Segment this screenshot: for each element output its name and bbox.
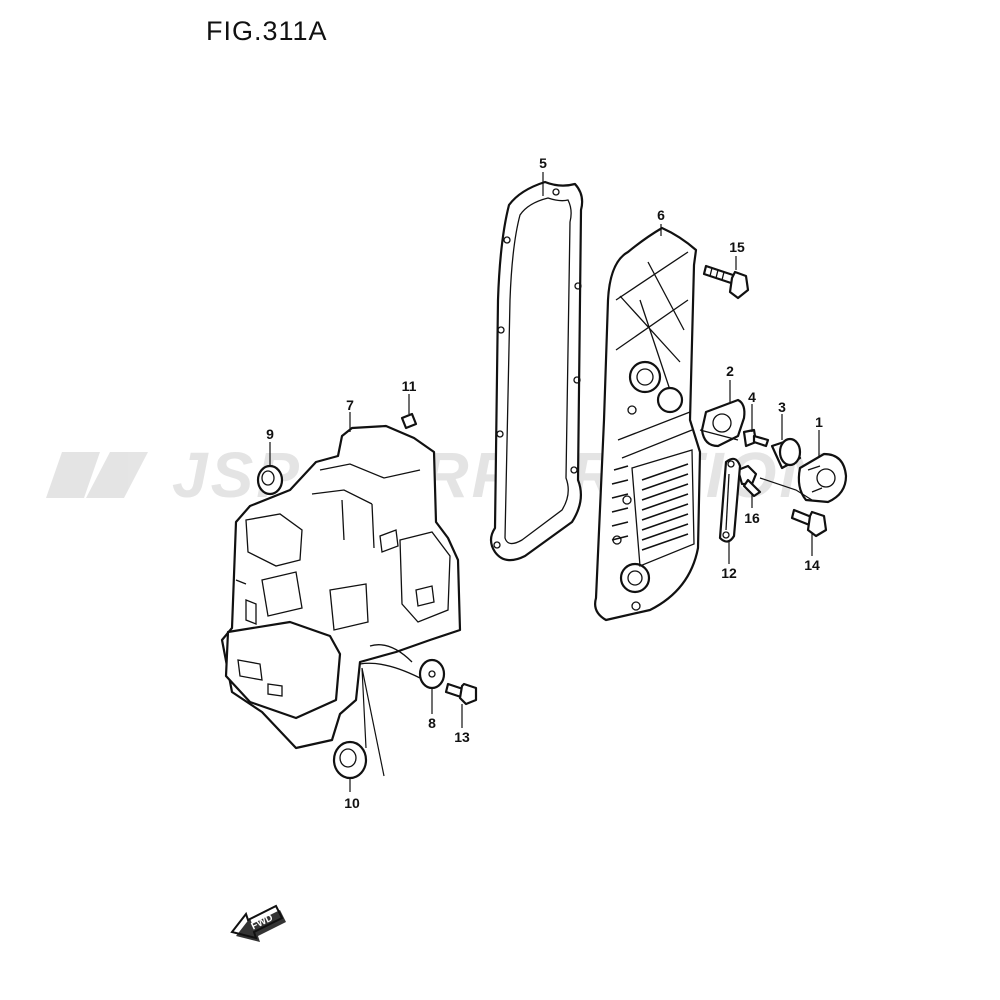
part-9-grommet[interactable]: [256, 464, 284, 496]
part-2-gasket[interactable]: [700, 398, 746, 448]
callout-4: 4: [748, 389, 756, 405]
callout-15: 15: [729, 239, 745, 255]
part-6-cover[interactable]: [594, 226, 702, 622]
callout-2: 2: [726, 363, 734, 379]
callout-7: 7: [346, 397, 354, 413]
callout-14: 14: [804, 557, 820, 573]
part-16-bolt[interactable]: [736, 464, 762, 498]
part-10-grommet[interactable]: [332, 740, 368, 780]
callout-16: 16: [744, 510, 760, 526]
leader-lines: [269, 172, 820, 792]
part-15-bolt[interactable]: [702, 264, 750, 300]
callout-13: 13: [454, 729, 470, 745]
callouts: 5 6 15 2 4 3 1 16 12 14 11 7 9 8 13 10: [266, 155, 823, 811]
callout-10: 10: [344, 795, 360, 811]
part-13-bolt[interactable]: [444, 682, 478, 706]
part-1-mount[interactable]: [797, 452, 848, 504]
part-14-bolt[interactable]: [790, 508, 828, 538]
part-4-bolt[interactable]: [742, 428, 770, 448]
callout-6: 6: [657, 207, 665, 223]
part-6-cover-fins: [611, 449, 695, 567]
part-12-strap[interactable]: [718, 457, 742, 543]
part-7-electrical-box[interactable]: [220, 424, 462, 750]
fwd-arrow-icon: FWD: [230, 904, 286, 942]
callout-1: 1: [815, 414, 823, 430]
part-8-washer[interactable]: [418, 658, 446, 690]
callout-11: 11: [402, 378, 417, 394]
figure-title: FIG.311A: [206, 16, 328, 46]
part-3-bushing[interactable]: [770, 437, 802, 470]
part-5-gasket[interactable]: [489, 180, 584, 562]
callout-9: 9: [266, 426, 274, 442]
callout-3: 3: [778, 399, 786, 415]
callout-8: 8: [428, 715, 436, 731]
part-11-clip[interactable]: [400, 412, 418, 430]
callout-5: 5: [539, 155, 547, 171]
callout-12: 12: [721, 565, 737, 581]
